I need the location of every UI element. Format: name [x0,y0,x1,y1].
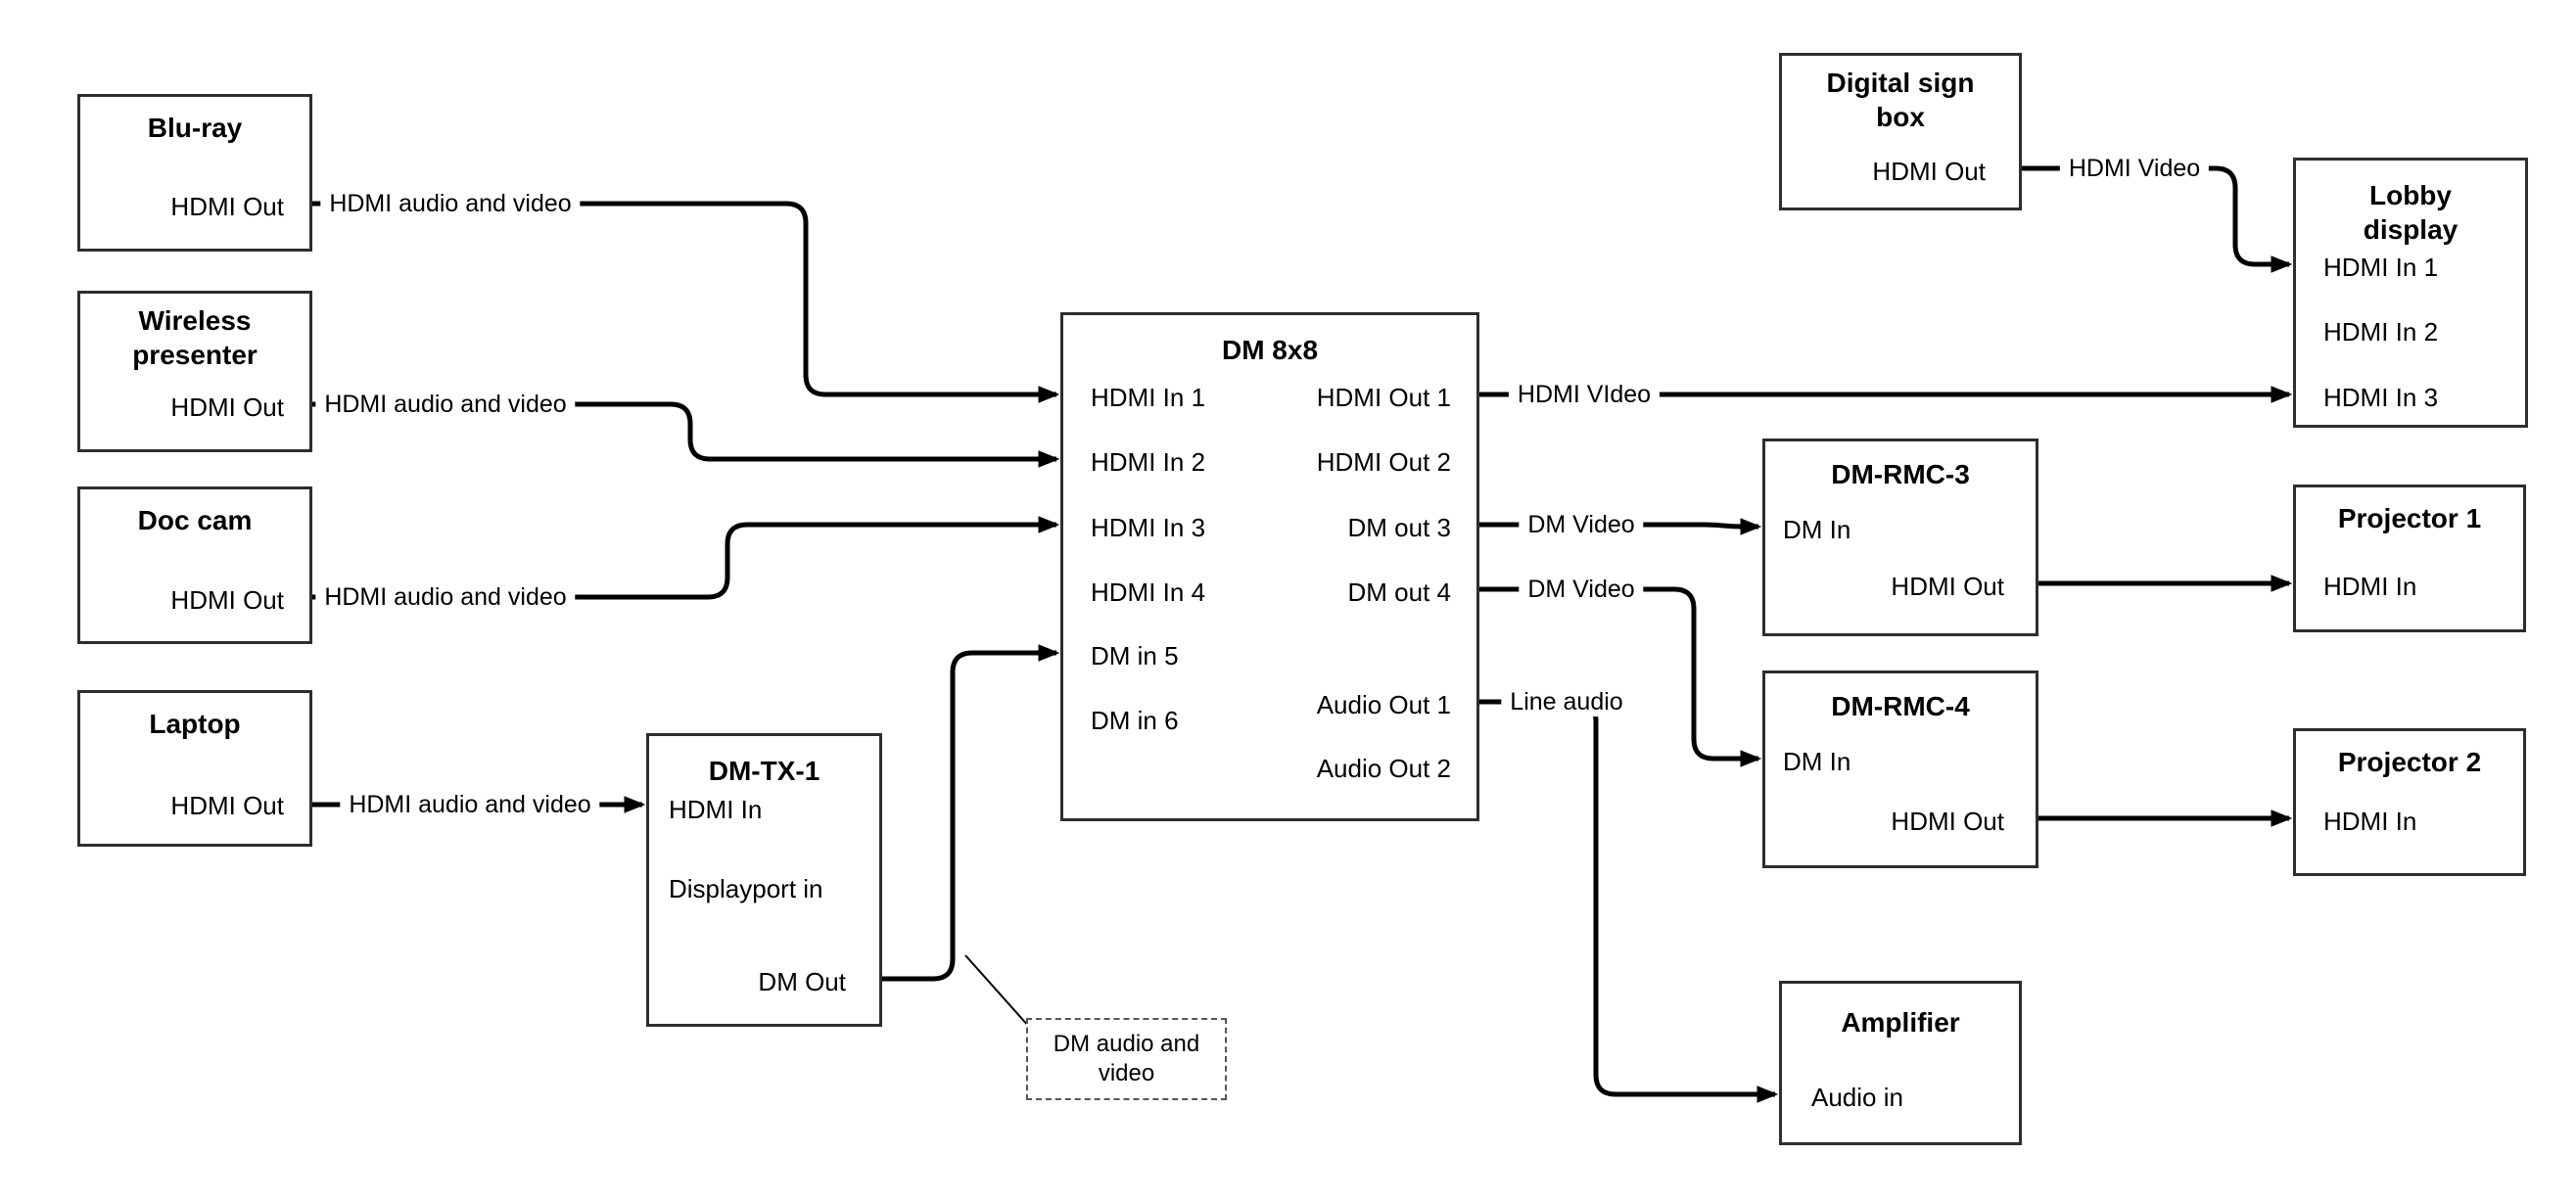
port-doccam-hdmi-out: HDMI Out [170,585,284,615]
wire-dm8x8-out3-to-dmrmc3 [1479,518,1762,535]
node-title: Doc cam [137,505,253,535]
wire-bluray-to-dm8x8-in1 [312,201,1060,403]
port-amplifier-audio-in: Audio in [1811,1083,1903,1112]
port-dmtx1-displayport-in: Displayport in [669,874,823,903]
port-dm8x8-audio-out-2: Audio Out 2 [1316,754,1451,783]
port-lobby-hdmi-in-1: HDMI In 1 [2323,253,2439,282]
node-bluray: Blu-ray HDMI Out [77,94,312,252]
port-dm8x8-hdmi-in-4: HDMI In 4 [1091,577,1206,607]
port-proj1-hdmi-in: HDMI In [2323,572,2417,601]
wire-label-laptop-av: HDMI audio and video [340,790,600,819]
port-bluray-hdmi-out: HDMI Out [170,192,284,221]
wire-dm8x8-out4-to-dmrmc4 [1479,586,1762,767]
port-dm8x8-dm-out-4: DM out 4 [1347,577,1452,607]
wire-label-dm-video-3: DM Video [1519,510,1644,539]
node-title: Lobby display [2363,180,2459,245]
port-dm8x8-hdmi-out-2: HDMI Out 2 [1316,447,1451,477]
node-title: DM 8x8 [1221,335,1319,365]
port-dm8x8-dm-in-5: DM in 5 [1091,641,1179,670]
port-wireless-hdmi-out: HDMI Out [170,393,284,422]
port-lobby-hdmi-in-3: HDMI In 3 [2323,383,2439,412]
wire-label-line-audio: Line audio [1501,687,1632,716]
wire-label-sign-hdmi-video: HDMI Video [2059,154,2210,183]
wire-label-bluray-av: HDMI audio and video [320,189,581,218]
node-projector-1: Projector 1 HDMI In [2293,485,2526,632]
node-title: DM-TX-1 [708,756,820,786]
wire-label-wireless-av: HDMI audio and video [315,390,576,419]
node-projector-2: Projector 2 HDMI In [2293,728,2526,876]
node-dmrmc4: DM-RMC-4 DM In HDMI Out [1762,670,2038,868]
node-title: Projector 1 [2337,503,2482,533]
port-dm8x8-audio-out-1: Audio Out 1 [1316,690,1451,719]
port-laptop-hdmi-out: HDMI Out [170,791,284,820]
port-dm8x8-hdmi-in-2: HDMI In 2 [1091,447,1206,477]
node-amplifier: Amplifier Audio in [1779,981,2022,1145]
port-dmrmc3-hdmi-out: HDMI Out [1891,572,2004,601]
node-title: Laptop [149,709,241,739]
wire-digitalsign-to-lobby-in1 [2022,165,2293,273]
port-dm8x8-dm-in-6: DM in 6 [1091,706,1179,735]
node-doccam: Doc cam HDMI Out [77,486,312,644]
port-dm8x8-hdmi-in-1: HDMI In 1 [1091,383,1206,412]
port-dmtx1-hdmi-in: HDMI In [669,795,763,824]
port-dm8x8-hdmi-in-3: HDMI In 3 [1091,513,1206,542]
port-dmrmc4-hdmi-out: HDMI Out [1891,807,2004,836]
wire-wireless-to-dm8x8-in2 [312,401,1060,468]
node-wireless-presenter: Wireless presenter HDMI Out [77,291,312,452]
port-dm8x8-hdmi-out-1: HDMI Out 1 [1316,383,1451,412]
port-digitalsign-hdmi-out: HDMI Out [1872,157,1986,186]
port-dmrmc4-dm-in: DM In [1783,747,1851,776]
node-title: Blu-ray [147,113,243,143]
node-laptop: Laptop HDMI Out [77,690,312,847]
node-title: DM-RMC-3 [1831,459,1970,489]
node-title: Digital sign box [1826,68,1975,132]
wire-doccam-to-dm8x8-in3 [312,516,1060,600]
wire-label-doccam-av: HDMI audio and video [315,582,576,612]
port-dmrmc3-dm-in: DM In [1783,515,1851,544]
wire-label-dm-video-4: DM Video [1519,575,1644,604]
port-proj2-hdmi-in: HDMI In [2323,807,2417,836]
wire-dmtx1-to-dm8x8-in5 [882,644,1060,982]
node-lobby-display: Lobby display HDMI In 1 HDMI In 2 HDMI I… [2293,158,2528,428]
wire-label-out1-hdmi-video: HDMI VIdeo [1508,380,1661,409]
node-dm8x8: DM 8x8 HDMI In 1 HDMI In 2 HDMI In 3 HDM… [1060,312,1479,821]
annotation-dm-audio-video: DM audio and video [1026,1018,1227,1100]
node-digital-sign-box: Digital sign box HDMI Out [1779,53,2022,210]
port-dmtx1-dm-out: DM Out [758,967,846,996]
node-title: Amplifier [1841,1007,1960,1038]
node-dmtx1: DM-TX-1 HDMI In Displayport in DM Out [646,733,882,1027]
node-title: Wireless presenter [132,305,258,370]
node-title: Projector 2 [2337,747,2482,777]
port-dm8x8-dm-out-3: DM out 3 [1347,513,1452,542]
annotation-leader-line [964,954,1031,1029]
node-title: DM-RMC-4 [1831,691,1970,721]
node-dmrmc3: DM-RMC-3 DM In HDMI Out [1762,439,2038,636]
port-lobby-hdmi-in-2: HDMI In 2 [2323,317,2439,346]
